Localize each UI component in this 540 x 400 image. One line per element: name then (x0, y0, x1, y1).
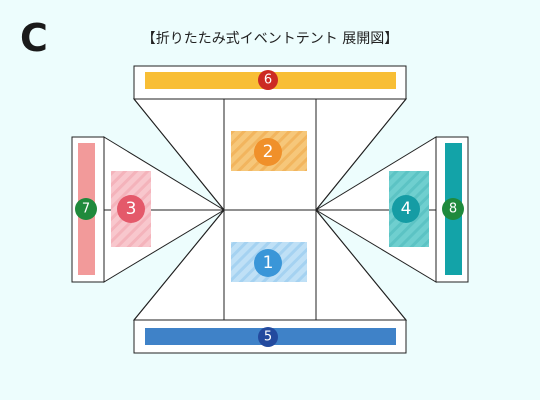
marker-4-circle (392, 195, 420, 223)
marker-3: 3 (117, 195, 145, 223)
marker-1-circle (254, 249, 282, 277)
corner-letter: C (20, 16, 48, 60)
marker-2-label: 2 (263, 142, 274, 162)
marker-7: 7 (75, 198, 97, 220)
marker-8-circle (442, 198, 464, 220)
diagonal-bottom-left (133, 209, 225, 321)
marker-3-label: 3 (126, 199, 137, 219)
marker-6: 6 (258, 70, 278, 90)
marker-7-label: 7 (82, 202, 90, 217)
marker-6-label: 6 (264, 73, 272, 88)
marker-4: 4 (392, 195, 420, 223)
marker-2-circle (254, 138, 282, 166)
marker-5-label: 5 (264, 330, 272, 345)
diagram-title: 【折りたたみ式イベントテント 展開図】 (141, 31, 399, 47)
diagonal-top-left (133, 98, 225, 211)
marker-1-label: 1 (263, 253, 274, 273)
marker-1: 1 (254, 249, 282, 277)
diagonal-top-right (315, 98, 407, 211)
marker-3-circle (117, 195, 145, 223)
diagonal-bottom-right (315, 209, 407, 321)
marker-7-circle (75, 198, 97, 220)
marker-6-circle (258, 70, 278, 90)
marker-2: 2 (254, 138, 282, 166)
marker-5: 5 (258, 327, 278, 347)
marker-5-circle (258, 327, 278, 347)
marker-8-label: 8 (449, 202, 457, 217)
marker-4-label: 4 (401, 199, 412, 219)
marker-8: 8 (442, 198, 464, 220)
